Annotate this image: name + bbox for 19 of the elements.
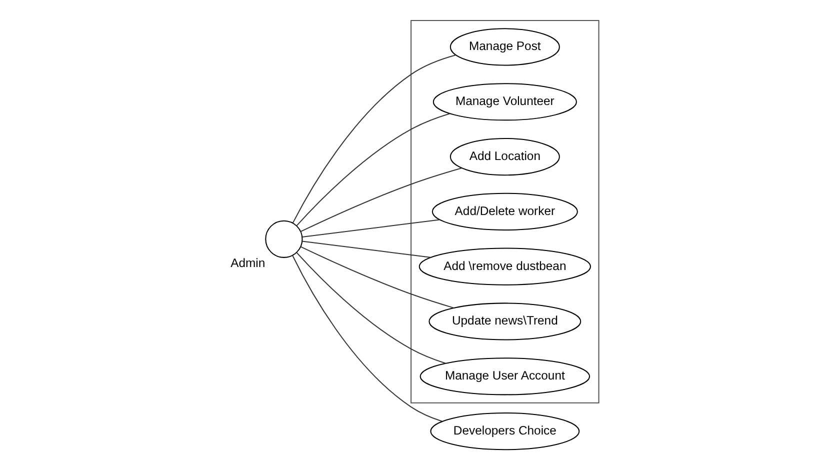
connector xyxy=(296,252,446,364)
node-label: Admin xyxy=(230,256,265,270)
connector xyxy=(302,219,440,238)
node-ellipse: Update news\Trend xyxy=(428,302,581,340)
connector xyxy=(300,168,462,232)
node-ellipse: Add/Delete worker xyxy=(431,192,578,230)
connector xyxy=(296,113,450,226)
node-ellipse: Developers Choice xyxy=(430,412,580,450)
connector xyxy=(292,54,456,224)
node-ellipse: Add Location xyxy=(449,138,560,176)
node-ellipse: Manage Volunteer xyxy=(432,83,576,121)
connector xyxy=(300,246,454,308)
node-ellipse: Add \remove dustbean xyxy=(418,248,591,286)
node-ellipse: Manage Post xyxy=(449,28,560,66)
connector xyxy=(292,255,442,422)
cluster xyxy=(410,20,599,404)
connector xyxy=(302,240,430,258)
node-ellipse: Manage User Account xyxy=(419,358,590,396)
node-person xyxy=(264,220,302,258)
